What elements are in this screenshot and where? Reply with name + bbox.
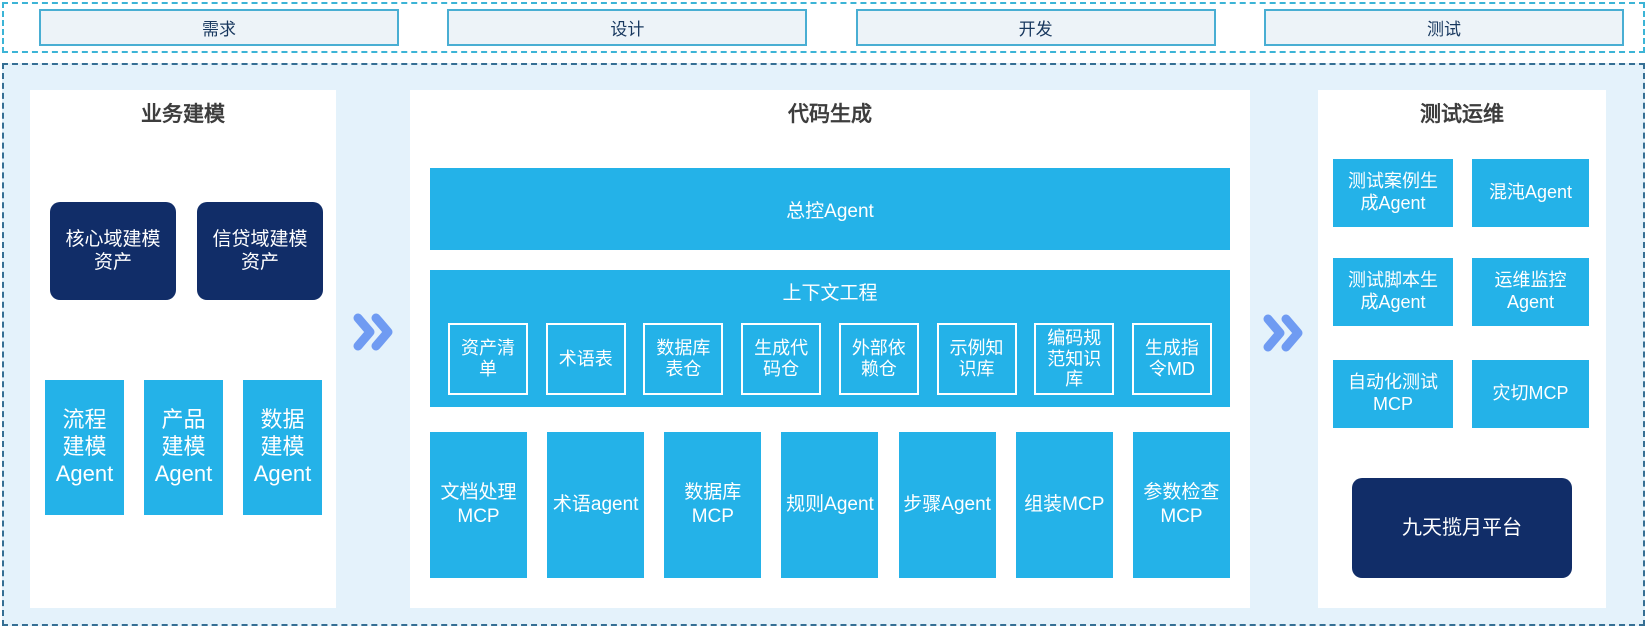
panel-business-modeling: 业务建模 核心域建模 资产 信贷域建模 资产 流程 建模 Agent 产品 建模…	[30, 90, 336, 608]
phase-development: 开发	[855, 9, 1216, 46]
terminology-agent-box: 术语agent	[547, 432, 645, 578]
param-check-mcp-box: 参数检查 MCP	[1132, 432, 1230, 578]
core-domain-assets-box: 核心域建模 资产	[50, 202, 176, 300]
automated-test-mcp-box: 自动化测试 MCP	[1333, 360, 1453, 428]
assembly-mcp-box: 组装MCP	[1015, 432, 1113, 578]
ops-monitoring-agent-box: 运维监控 Agent	[1472, 258, 1589, 326]
coding-standards-kb-box: 编码规 范知识 库	[1034, 323, 1115, 395]
master-control-agent-bar: 总控Agent	[430, 168, 1230, 250]
db-table-repo-box: 数据库 表仓	[643, 323, 724, 395]
codegen-tools-row: 文档处理 MCP 术语agent 数据库 MCP 规则Agent 步骤Agent…	[430, 432, 1230, 578]
panel-title-code-generation: 代码生成	[788, 103, 872, 126]
panel-code-generation: 代码生成 总控Agent 上下文工程 资产清 单 术语表 数据库 表仓 生成代 …	[410, 90, 1250, 608]
example-kb-box: 示例知 识库	[936, 323, 1017, 395]
step-agent-box: 步骤Agent	[898, 432, 996, 578]
generated-code-repo-box: 生成代 码仓	[741, 323, 822, 395]
asset-list-box: 资产清 单	[448, 323, 528, 395]
phase-design: 设计	[447, 9, 808, 46]
rule-agent-box: 规则Agent	[781, 432, 879, 578]
panel-title-business-modeling: 业务建模	[141, 103, 225, 126]
credit-domain-assets-box: 信贷域建模 资产	[197, 202, 323, 300]
phase-requirements: 需求	[39, 9, 399, 46]
data-modeling-agent-box: 数据 建模 Agent	[243, 380, 322, 515]
chaos-agent-box: 混沌Agent	[1472, 159, 1589, 227]
doc-processing-mcp-box: 文档处理 MCP	[430, 432, 527, 578]
jiutian-lanyue-platform-box: 九天揽月平台	[1352, 478, 1572, 578]
disaster-switch-mcp-box: 灾切MCP	[1472, 360, 1589, 428]
product-modeling-agent-box: 产品 建模 Agent	[144, 380, 223, 515]
test-case-gen-agent-box: 测试案例生 成Agent	[1333, 159, 1453, 227]
context-engineering-container: 上下文工程 资产清 单 术语表 数据库 表仓 生成代 码仓 外部依 赖仓 示例知…	[430, 270, 1230, 407]
database-mcp-box: 数据库 MCP	[664, 432, 762, 578]
phase-testing: 测试	[1263, 9, 1624, 46]
double-chevron-icon	[352, 312, 396, 352]
phase-strip: 需求 设计 开发 测试	[2, 2, 1645, 53]
panel-test-ops: 测试运维 测试案例生 成Agent 混沌Agent 测试脚本生 成Agent 运…	[1318, 90, 1606, 608]
double-chevron-icon	[1262, 313, 1306, 353]
glossary-box: 术语表	[545, 323, 626, 395]
context-engineering-items: 资产清 单 术语表 数据库 表仓 生成代 码仓 外部依 赖仓 示例知 识库 编码…	[448, 323, 1212, 395]
process-modeling-agent-box: 流程 建模 Agent	[45, 380, 124, 515]
gen-instruction-md-box: 生成指 令MD	[1131, 323, 1212, 395]
external-deps-repo-box: 外部依 赖仓	[838, 323, 919, 395]
test-script-gen-agent-box: 测试脚本生 成Agent	[1333, 258, 1453, 326]
context-engineering-title: 上下文工程	[782, 283, 878, 304]
panel-title-test-ops: 测试运维	[1420, 103, 1504, 126]
